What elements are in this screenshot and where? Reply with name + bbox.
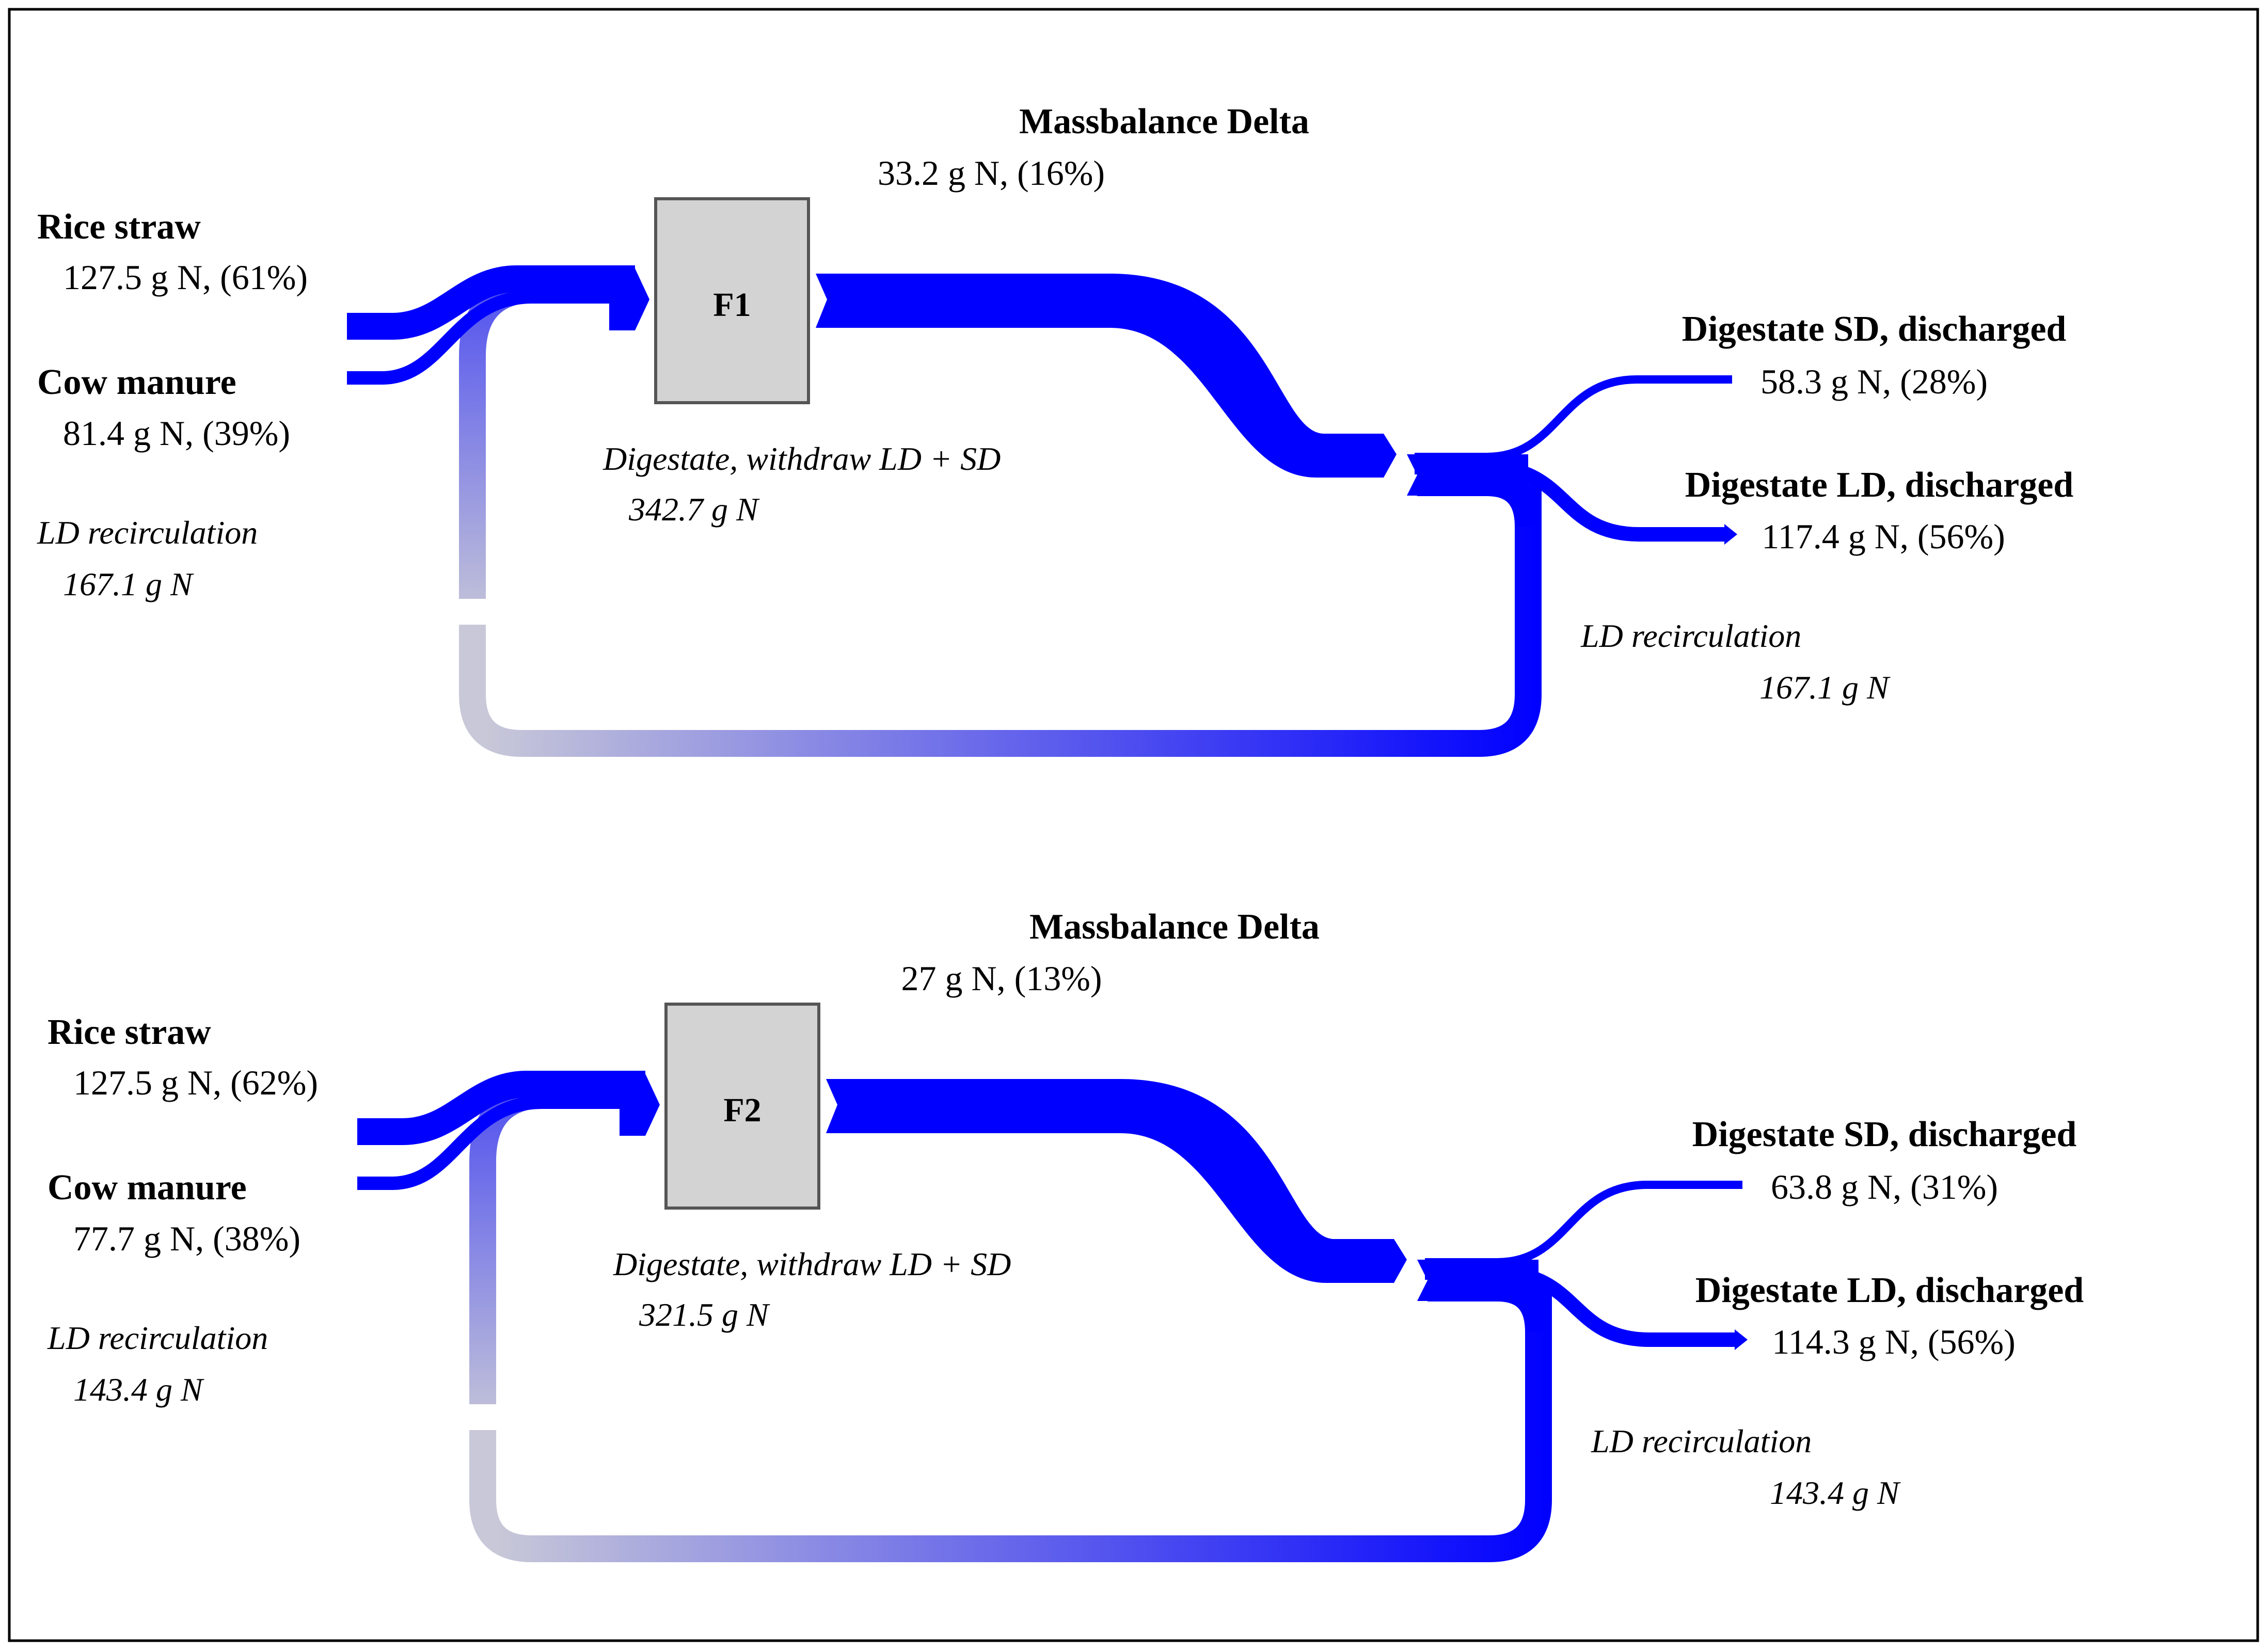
digestate-ld-flow: [1425, 1265, 1737, 1347]
cow-manure-label: Cow manure: [47, 1168, 247, 1208]
rice-straw-label: Rice straw: [37, 207, 201, 247]
rice-straw-flow: [357, 1071, 645, 1145]
cow-manure-value: 81.4 g N, (39%): [63, 414, 290, 453]
figure-frame: [8, 8, 2259, 1642]
recirculation-gap: [468, 1404, 497, 1425]
ld-recirculation-in-value: 167.1 g N: [63, 566, 194, 602]
reactor-box-f1: [654, 197, 810, 404]
ld-recirculation-out-label: LD recirculation: [1580, 617, 1801, 654]
digestate-ld-value: 114.3 g N, (56%): [1772, 1322, 2016, 1361]
digestate-sd-label: Digestate SD, discharged: [1692, 1115, 2077, 1154]
ld-recirculation-out-value: 143.4 g N: [1770, 1474, 1901, 1511]
rice-straw-label: Rice straw: [47, 1012, 211, 1052]
cow-manure-value: 77.7 g N, (38%): [73, 1219, 300, 1258]
ld-recirculation-return-flow: [469, 1285, 1552, 1562]
digestate-sd-value: 58.3 g N, (28%): [1761, 362, 1988, 401]
reactor-box-f2: [664, 1003, 820, 1210]
reactor-inlet-arrow: [620, 1074, 660, 1136]
digestate-sd-flow: [1415, 375, 1732, 461]
withdraw-value: 342.7 g N: [628, 491, 760, 528]
panel-f2: F2 Rice straw 127.5 g N, (62%) Cow manur…: [47, 907, 2084, 1562]
digestate-withdraw-flow: [826, 1079, 1407, 1283]
massbalance-value: 27 g N, (13%): [901, 959, 1102, 998]
cow-manure-flow: [357, 1096, 645, 1190]
rice-straw-flow: [347, 265, 635, 340]
digestate-ld-value: 117.4 g N, (56%): [1762, 517, 2005, 556]
withdraw-label: Digestate, withdraw LD + SD: [602, 440, 1001, 477]
reactor-inlet-arrow: [609, 268, 649, 330]
ld-recirculation-in-label: LD recirculation: [47, 1320, 268, 1356]
digestate-ld-label: Digestate LD, discharged: [1685, 465, 2074, 505]
panel-f1: F1 Rice straw 127.5 g N, (61%) Cow manur…: [37, 102, 2074, 757]
ld-recirculation-return-flow: [459, 480, 1542, 757]
recirculation-gap: [458, 599, 487, 620]
ld-recirculation-out-label: LD recirculation: [1591, 1423, 1812, 1459]
digestate-sd-label: Digestate SD, discharged: [1682, 309, 2067, 349]
withdraw-label: Digestate, withdraw LD + SD: [613, 1246, 1011, 1282]
digestate-ld-flow: [1415, 460, 1727, 542]
cow-manure-label: Cow manure: [37, 362, 236, 402]
digestate-sd-flow: [1425, 1181, 1742, 1266]
digestate-ld-label: Digestate LD, discharged: [1695, 1271, 2084, 1310]
reactor-label: F1: [713, 286, 751, 324]
digestate-withdraw-flow: [816, 274, 1397, 478]
reactor-label: F2: [723, 1091, 761, 1129]
withdraw-value: 321.5 g N: [639, 1296, 770, 1333]
digestate-sd-value: 63.8 g N, (31%): [1771, 1167, 1998, 1206]
ld-recirculation-in-value: 143.4 g N: [73, 1371, 204, 1408]
rice-straw-value: 127.5 g N, (62%): [73, 1063, 318, 1102]
rice-straw-value: 127.5 g N, (61%): [63, 258, 308, 297]
massbalance-label: Massbalance Delta: [1019, 102, 1309, 141]
massbalance-value: 33.2 g N, (16%): [878, 153, 1105, 193]
ld-recirculation-in-label: LD recirculation: [37, 514, 258, 551]
ld-recirculation-out-value: 167.1 g N: [1759, 669, 1891, 706]
cow-manure-flow: [347, 290, 635, 385]
massbalance-label: Massbalance Delta: [1029, 907, 1320, 947]
